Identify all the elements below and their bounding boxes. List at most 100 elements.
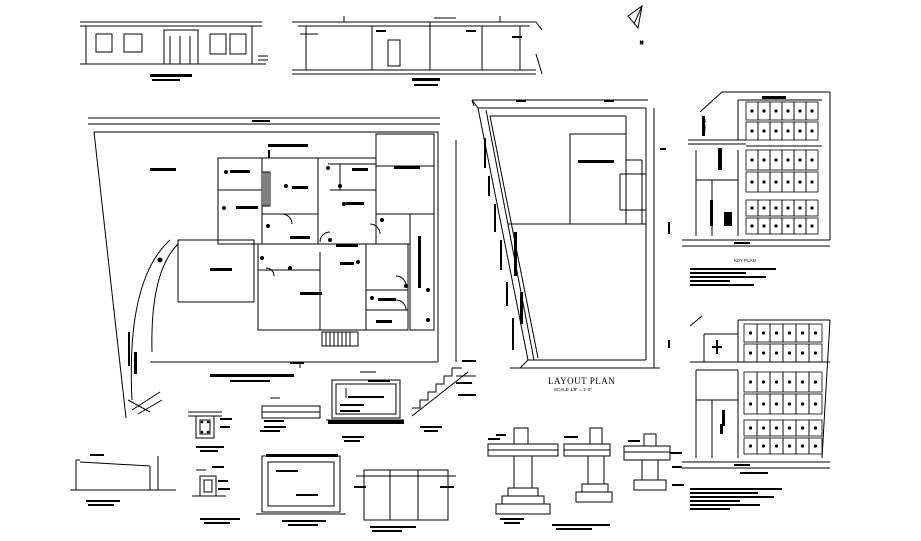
site-plan-plot-marker	[813, 426, 818, 430]
stair-detail	[411, 367, 476, 417]
key-plan-plot-marker	[762, 158, 766, 162]
site-plan-plot-marker	[813, 351, 818, 355]
site-plan-plots	[743, 323, 823, 455]
site-plan-plot	[808, 393, 823, 415]
key-plan-plot-marker	[750, 109, 754, 113]
key-plan-plot-marker	[774, 180, 778, 184]
key-plan-plot-marker	[774, 158, 778, 162]
site-plan-plot-marker	[800, 351, 805, 355]
site-plan-plot-marker	[748, 426, 753, 430]
site-plan-plot-marker	[800, 331, 805, 335]
key-plan-plot-marker	[810, 224, 814, 228]
site-plan-plot	[808, 323, 823, 343]
site-plan-plot-marker	[800, 444, 805, 448]
beam-section	[188, 411, 222, 439]
site-plan-plot	[808, 371, 823, 393]
key-plan-plot-marker	[810, 109, 814, 113]
key-plan-plot-marker	[798, 206, 802, 210]
section-notes	[376, 30, 522, 86]
site-plan-plot	[808, 419, 823, 437]
site-plan-plot-marker	[761, 331, 766, 335]
key-plan-plot-marker	[762, 129, 766, 133]
site-plan-plot-marker	[761, 380, 766, 384]
key-plan-plot-marker	[750, 180, 754, 184]
site-plan-plot-marker	[813, 444, 818, 448]
slab-detail	[261, 397, 321, 419]
key-plan-plot	[805, 199, 819, 217]
site-plan-plot-marker	[774, 351, 779, 355]
site-plan-plot-marker	[761, 444, 766, 448]
site-plan-plot-marker	[787, 351, 792, 355]
site-plan-plot-marker	[774, 426, 779, 430]
key-plan-plot-marker	[786, 224, 790, 228]
site-plan-plot-marker	[748, 331, 753, 335]
north-label: N	[640, 40, 643, 45]
septic-tank-section	[356, 469, 456, 521]
site-plan-plot-marker	[813, 331, 818, 335]
septic-tank-marks	[354, 486, 454, 532]
key-plan-plot-marker	[798, 129, 802, 133]
site-plan-plot-marker	[774, 402, 779, 406]
key-plan-plot-marker	[810, 129, 814, 133]
key-plan-plot	[805, 121, 819, 141]
site-plan-plot-marker	[800, 380, 805, 384]
foundation-detail-2	[563, 427, 613, 503]
key-plan-plot	[805, 101, 819, 121]
lintel-section-marks	[200, 466, 240, 524]
beam-section-marks	[196, 418, 232, 452]
key-plan-plot-marker	[750, 129, 754, 133]
site-plan-plot-marker	[761, 402, 766, 406]
layout-plan-scale: SCALE 1/8" = 1'-0"	[554, 387, 592, 392]
site-plan-plot-marker	[748, 444, 753, 448]
key-plan	[682, 91, 831, 247]
key-plan-plot-marker	[810, 206, 814, 210]
key-plan-plot-marker	[750, 158, 754, 162]
layout-plan-title: LAYOUT PLAN	[548, 376, 615, 386]
key-plan-road-label: ROAD	[702, 118, 707, 132]
site-plan-plot-marker	[787, 444, 792, 448]
key-plan-plot	[805, 149, 819, 171]
site-plan-plot-marker	[774, 331, 779, 335]
site-plan-plot-marker	[748, 380, 753, 384]
oh-water-tank-marks	[328, 380, 404, 442]
key-plan-plot-marker	[786, 206, 790, 210]
key-plan-plot-marker	[798, 224, 802, 228]
porch-ramp-marks	[86, 454, 120, 506]
layout-plan-marks	[484, 100, 670, 350]
site-plan-plot-marker	[813, 402, 818, 406]
section-drawing	[292, 16, 543, 75]
site-plan-plot-marker	[774, 380, 779, 384]
site-plan-plot	[808, 437, 823, 455]
key-plan-plot-marker	[750, 206, 754, 210]
ug-tank-marks	[266, 454, 338, 526]
site-plan-plot-marker	[774, 444, 779, 448]
key-plan-plot-marker	[810, 180, 814, 184]
site-plan-marks	[690, 340, 782, 510]
site-plan-plot-marker	[761, 351, 766, 355]
foundation-detail-1	[487, 427, 559, 515]
key-plan-marks	[690, 96, 786, 286]
site-plan-plot-marker	[787, 402, 792, 406]
porch-ramp-detail	[70, 456, 176, 491]
key-plan-plot-marker	[798, 158, 802, 162]
front-elevation-caption	[150, 74, 192, 81]
key-plan-plot-marker	[774, 109, 778, 113]
key-plan-label: KEY PLAN	[734, 258, 756, 263]
key-plan-plot-marker	[786, 129, 790, 133]
key-plan-plot-marker	[750, 224, 754, 228]
site-plan-plot-marker	[813, 380, 818, 384]
front-elevation	[80, 21, 268, 65]
north-arrow: N	[627, 4, 644, 46]
key-plan-plot-marker	[762, 109, 766, 113]
key-plan-plot-marker	[798, 180, 802, 184]
existing-ground-floor-plan	[88, 117, 457, 419]
site-plan-plot-marker	[787, 426, 792, 430]
foundation-marks	[488, 434, 684, 530]
key-plan-plot-marker	[762, 206, 766, 210]
site-plan-plot-marker	[800, 402, 805, 406]
lintel-section	[192, 469, 226, 497]
site-plan-plot	[808, 343, 823, 363]
foundation-detail-3	[623, 433, 671, 491]
key-plan-plot-marker	[810, 158, 814, 162]
